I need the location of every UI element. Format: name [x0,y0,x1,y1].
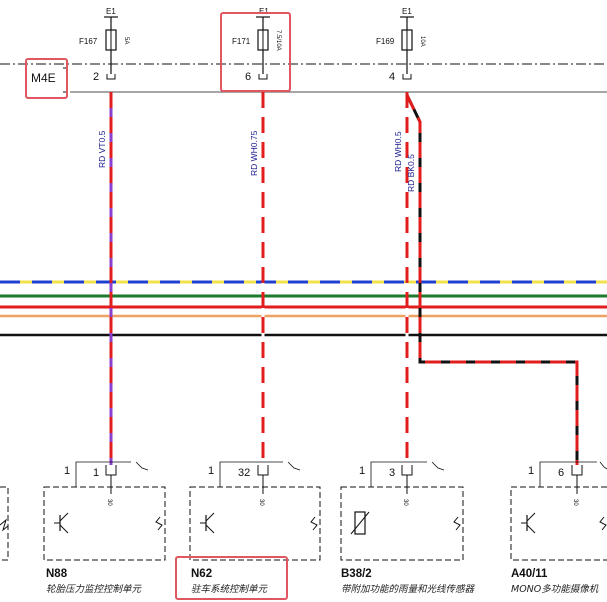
component-body [43,486,166,561]
pin-left-label: 1 [208,465,214,477]
component-caption: 轮胎压力监控控制单元 [46,584,143,595]
wire-label: RD WH0.75 [249,130,259,176]
component-body [510,486,607,561]
pin-main-label: 3 [389,467,395,479]
bus-lines [0,280,607,337]
fuse-source-label: E1 [402,7,412,16]
component-body [189,486,321,561]
ground-symbol [453,516,461,531]
pin-main-label: 6 [558,467,564,479]
connector-pin: 4 [389,71,395,83]
connector-bracket [63,67,68,93]
component-caption: MONO多功能摄像机 [511,584,599,595]
wire-label: RD WH0.5 [393,131,403,172]
connector-pin: 6 [245,71,251,83]
transistor-icon [521,512,536,534]
fuse-rating: 10A [419,36,425,47]
fuse-symbol: 30 [402,499,408,506]
component-name: N88 [46,568,68,580]
fuse-symbol: 30 [258,499,264,506]
pin-main-label: 1 [93,467,99,479]
component-n88[interactable]: 1 1 30 N88 轮胎压力监控控制单元 [43,461,166,595]
fuse-name: F167 [79,37,98,46]
component-caption: 驻车系统控制单元 [191,583,269,595]
fuse-source-label: E1 [106,7,116,16]
fuse-f169[interactable]: E1 F169 10A 4 [376,7,425,83]
connector-label: M4E [31,71,56,85]
ground-symbol [310,516,318,531]
component-name: A40/11 [511,568,548,580]
component-b38-2[interactable]: 1 3 30 B38/2 带附加功能的雨量和光线传感器 [340,461,476,595]
wire-label: RD VT0.5 [97,130,107,168]
component-partial-left [0,486,9,561]
pin-left-label: 1 [359,465,365,477]
fuse-name: F169 [376,37,395,46]
component-n62[interactable]: 1 32 30 N62 驻车系统控制单元 [189,461,321,595]
fuse-symbol: 30 [572,499,578,506]
connector-pin: 2 [93,71,99,83]
component-body [340,486,464,561]
component-caption: 带附加功能的雨量和光线传感器 [341,583,476,595]
sensor-icon [350,511,370,535]
component-a40-11[interactable]: 1 6 30 A40/11 MONO多功能摄像机 [510,461,607,595]
wire-rd-bk[interactable] [405,94,579,465]
fuse-source-label: E1 [259,7,269,16]
fuse-rating: 7.5/10A [275,30,281,51]
fuse-rating: 5A [123,37,129,44]
fuse-f171[interactable]: E1 F171 7.5/10A 6 [232,7,281,83]
fuse-f167[interactable]: E1 F167 5A 2 [79,7,129,83]
transistor-icon [200,512,215,534]
transistor-icon [54,512,69,534]
fuse-name: F171 [232,37,251,46]
component-name: N62 [191,568,212,580]
ground-symbol [155,516,163,531]
pin-left-label: 1 [528,465,534,477]
fuse-symbol: 30 [106,499,112,506]
wire-label: RD BK0.5 [406,154,416,192]
ground-symbol [599,516,607,531]
pin-main-label: 32 [238,467,250,479]
pin-left-label: 1 [64,465,70,477]
component-name: B38/2 [341,568,372,580]
